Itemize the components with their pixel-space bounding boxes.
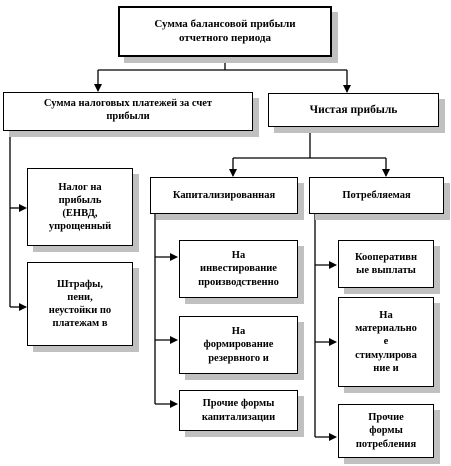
investment-node: На инвестирование производственно <box>179 240 298 298</box>
taxes-node-label: Сумма налоговых платежей за счет прибыли <box>43 98 213 123</box>
capitalized-node: Капитализированная <box>150 177 298 214</box>
tax-on-profit-node: Налог на прибыль (ЕНВД, упрощенный <box>27 168 133 246</box>
capitalized-node-label: Капитализированная <box>172 189 276 201</box>
other-cons-node-label: Прочие формы потребления <box>355 412 417 450</box>
net-profit-node: Чистая прибыль <box>268 93 439 127</box>
consumed-node: Потребляемая <box>309 177 444 214</box>
net-profit-node-label: Чистая прибыль <box>309 103 398 116</box>
reserve-node-label: На формирование резервного и <box>203 326 274 364</box>
material-node-label: На материально е стимулирова ние и <box>355 310 417 374</box>
tax-on-profit-node-label: Налог на прибыль (ЕНВД, упрощенный <box>48 181 112 233</box>
other-cons-node: Прочие формы потребления <box>338 404 434 458</box>
taxes-node: Сумма налоговых платежей за счет прибыли <box>3 92 253 131</box>
root-node: Сумма балансовой прибыли отчетного перио… <box>118 6 332 57</box>
consumed-node-label: Потребляемая <box>342 189 411 201</box>
root-node-label: Сумма балансовой прибыли отчетного перио… <box>154 17 296 44</box>
cooperative-node: Кооперативн ые выплаты <box>338 240 434 288</box>
reserve-node: На формирование резервного и <box>179 316 298 374</box>
other-cap-node: Прочие формы капитализации <box>179 390 298 431</box>
cooperative-node-label: Кооперативн ые выплаты <box>354 251 418 276</box>
material-node: На материально е стимулирова ние и <box>338 297 434 387</box>
other-cap-node-label: Прочие формы капитализации <box>201 398 276 423</box>
investment-node-label: На инвестирование производственно <box>198 250 279 288</box>
fines-node-label: Штрафы, пени, неустойки по платежам в <box>48 278 112 330</box>
fines-node: Штрафы, пени, неустойки по платежам в <box>27 262 133 346</box>
